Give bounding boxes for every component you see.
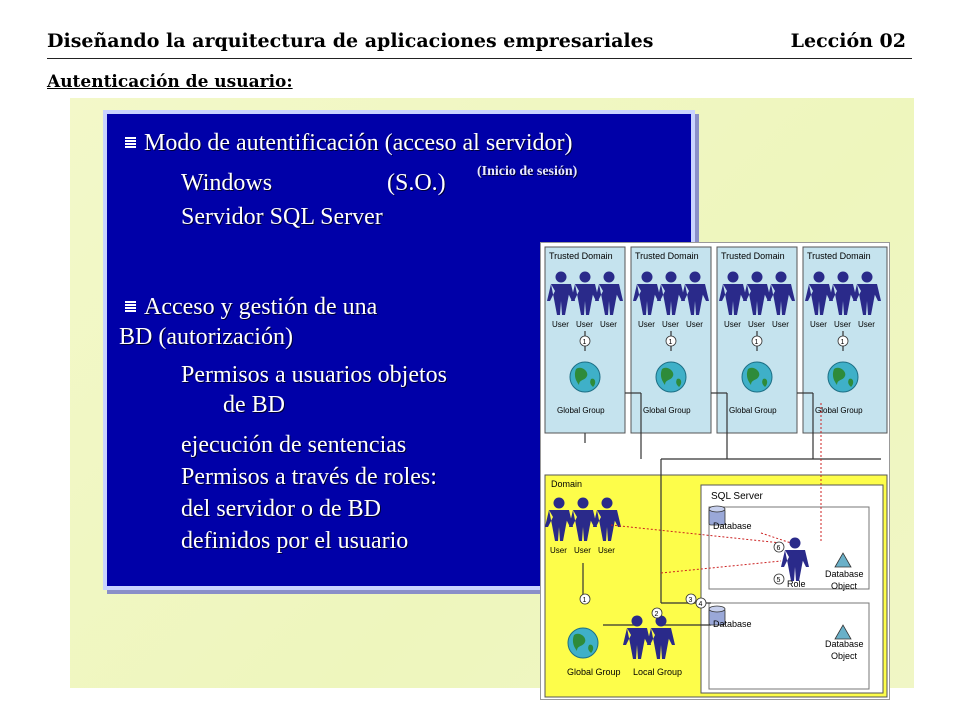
perm-users-line2: de BD	[223, 392, 285, 418]
database-object-icon	[834, 552, 852, 568]
bullet-access-text: Acceso y gestión de una	[144, 294, 378, 320]
sql-server-panel: SQL Server	[700, 484, 884, 694]
step-marker	[685, 593, 697, 605]
user-label: User	[552, 320, 569, 329]
step-marker	[579, 335, 591, 347]
step-number: 3	[689, 597, 693, 604]
user-defined-line: definidos por el usuario	[181, 528, 409, 554]
role-label: Role	[787, 579, 806, 589]
trusted-domain-label: Trusted Domain	[721, 251, 785, 261]
user-label: User	[810, 320, 827, 329]
user-label: User	[686, 320, 703, 329]
global-group-label: Global Group	[643, 406, 691, 415]
header-title: Diseñando la arquitectura de aplicacione…	[47, 30, 654, 52]
step-marker	[837, 335, 849, 347]
globe-icon	[569, 361, 601, 393]
step-marker	[651, 607, 663, 619]
step-marker	[579, 593, 591, 605]
exec-line: ejecución de sentencias	[181, 432, 407, 458]
bullet-icon	[125, 137, 136, 148]
step-marker	[773, 541, 785, 553]
step-number: 4	[699, 601, 703, 608]
diagram-svg: Trusted Domain Trusted Domain Trusted Do…	[544, 246, 888, 698]
user-label: User	[598, 546, 615, 555]
auth-diagram: Trusted Domain Trusted Domain Trusted Do…	[540, 242, 890, 700]
database-object-label: Database	[825, 569, 864, 579]
so-label: (S.O.)	[387, 170, 446, 196]
header-bar: Diseñando la arquitectura de aplicacione…	[47, 30, 912, 59]
globe-icon	[827, 361, 859, 393]
database-object-label: Object	[831, 581, 858, 591]
local-group-label: Local Group	[633, 667, 682, 677]
windows-label: Windows	[181, 170, 273, 196]
step-number: 1	[669, 339, 673, 346]
sql-server-label: Servidor SQL Server	[181, 204, 383, 230]
login-note: (Inicio de sesión)	[477, 164, 578, 179]
roles-line: Permisos a través de roles:	[181, 464, 437, 490]
user-label: User	[748, 320, 765, 329]
step-number: 1	[841, 339, 845, 346]
database-object-label: Object	[831, 651, 858, 661]
trusted-domain-label: Trusted Domain	[549, 251, 613, 261]
bullet-access-line2: BD (autorización)	[119, 324, 293, 350]
user-label: User	[858, 320, 875, 329]
step-number: 2	[655, 611, 659, 618]
step-marker	[773, 573, 785, 585]
bullet-icon	[125, 301, 136, 312]
header-lesson: Lección 02	[790, 30, 906, 52]
user-label: User	[662, 320, 679, 329]
global-group-label: Global Group	[557, 406, 605, 415]
section-subtitle: Autenticación de usuario:	[47, 72, 293, 92]
user-label: User	[724, 320, 741, 329]
domain-label: Domain	[551, 479, 582, 489]
globe-icon	[655, 361, 687, 393]
step-marker	[665, 335, 677, 347]
server-db-line: del servidor o de BD	[181, 496, 381, 522]
global-group-label: Global Group	[815, 406, 863, 415]
database-label-2: Database	[713, 619, 752, 629]
step-marker	[695, 597, 707, 609]
user-label: User	[576, 320, 593, 329]
global-group-label: Global Group	[729, 406, 777, 415]
globe-icon	[741, 361, 773, 393]
user-label: User	[574, 546, 591, 555]
database-object-label: Database	[825, 639, 864, 649]
step-number: 6	[777, 545, 781, 552]
perm-users-line1: Permisos a usuarios objetos	[181, 362, 447, 388]
user-label: User	[772, 320, 789, 329]
step-number: 1	[583, 597, 587, 604]
user-label: User	[550, 546, 567, 555]
user-label: User	[600, 320, 617, 329]
database-label-1: Database	[713, 521, 752, 531]
bullet-auth-mode: Modo de autentificación (acceso al servi…	[125, 130, 572, 157]
bullet-auth-mode-text: Modo de autentificación (acceso al servi…	[144, 130, 573, 156]
bullet-access: Acceso y gestión de una	[125, 294, 377, 321]
globe-icon	[567, 627, 599, 659]
step-number: 1	[583, 339, 587, 346]
sql-server-label: SQL Server	[711, 491, 764, 502]
step-marker	[751, 335, 763, 347]
user-label: User	[834, 320, 851, 329]
step-number: 1	[755, 339, 759, 346]
database-object-icon	[834, 624, 852, 640]
global-group-label: Global Group	[567, 667, 621, 677]
user-label: User	[638, 320, 655, 329]
step-number: 5	[777, 577, 781, 584]
trusted-domain-label: Trusted Domain	[807, 251, 871, 261]
trusted-domain-label: Trusted Domain	[635, 251, 699, 261]
